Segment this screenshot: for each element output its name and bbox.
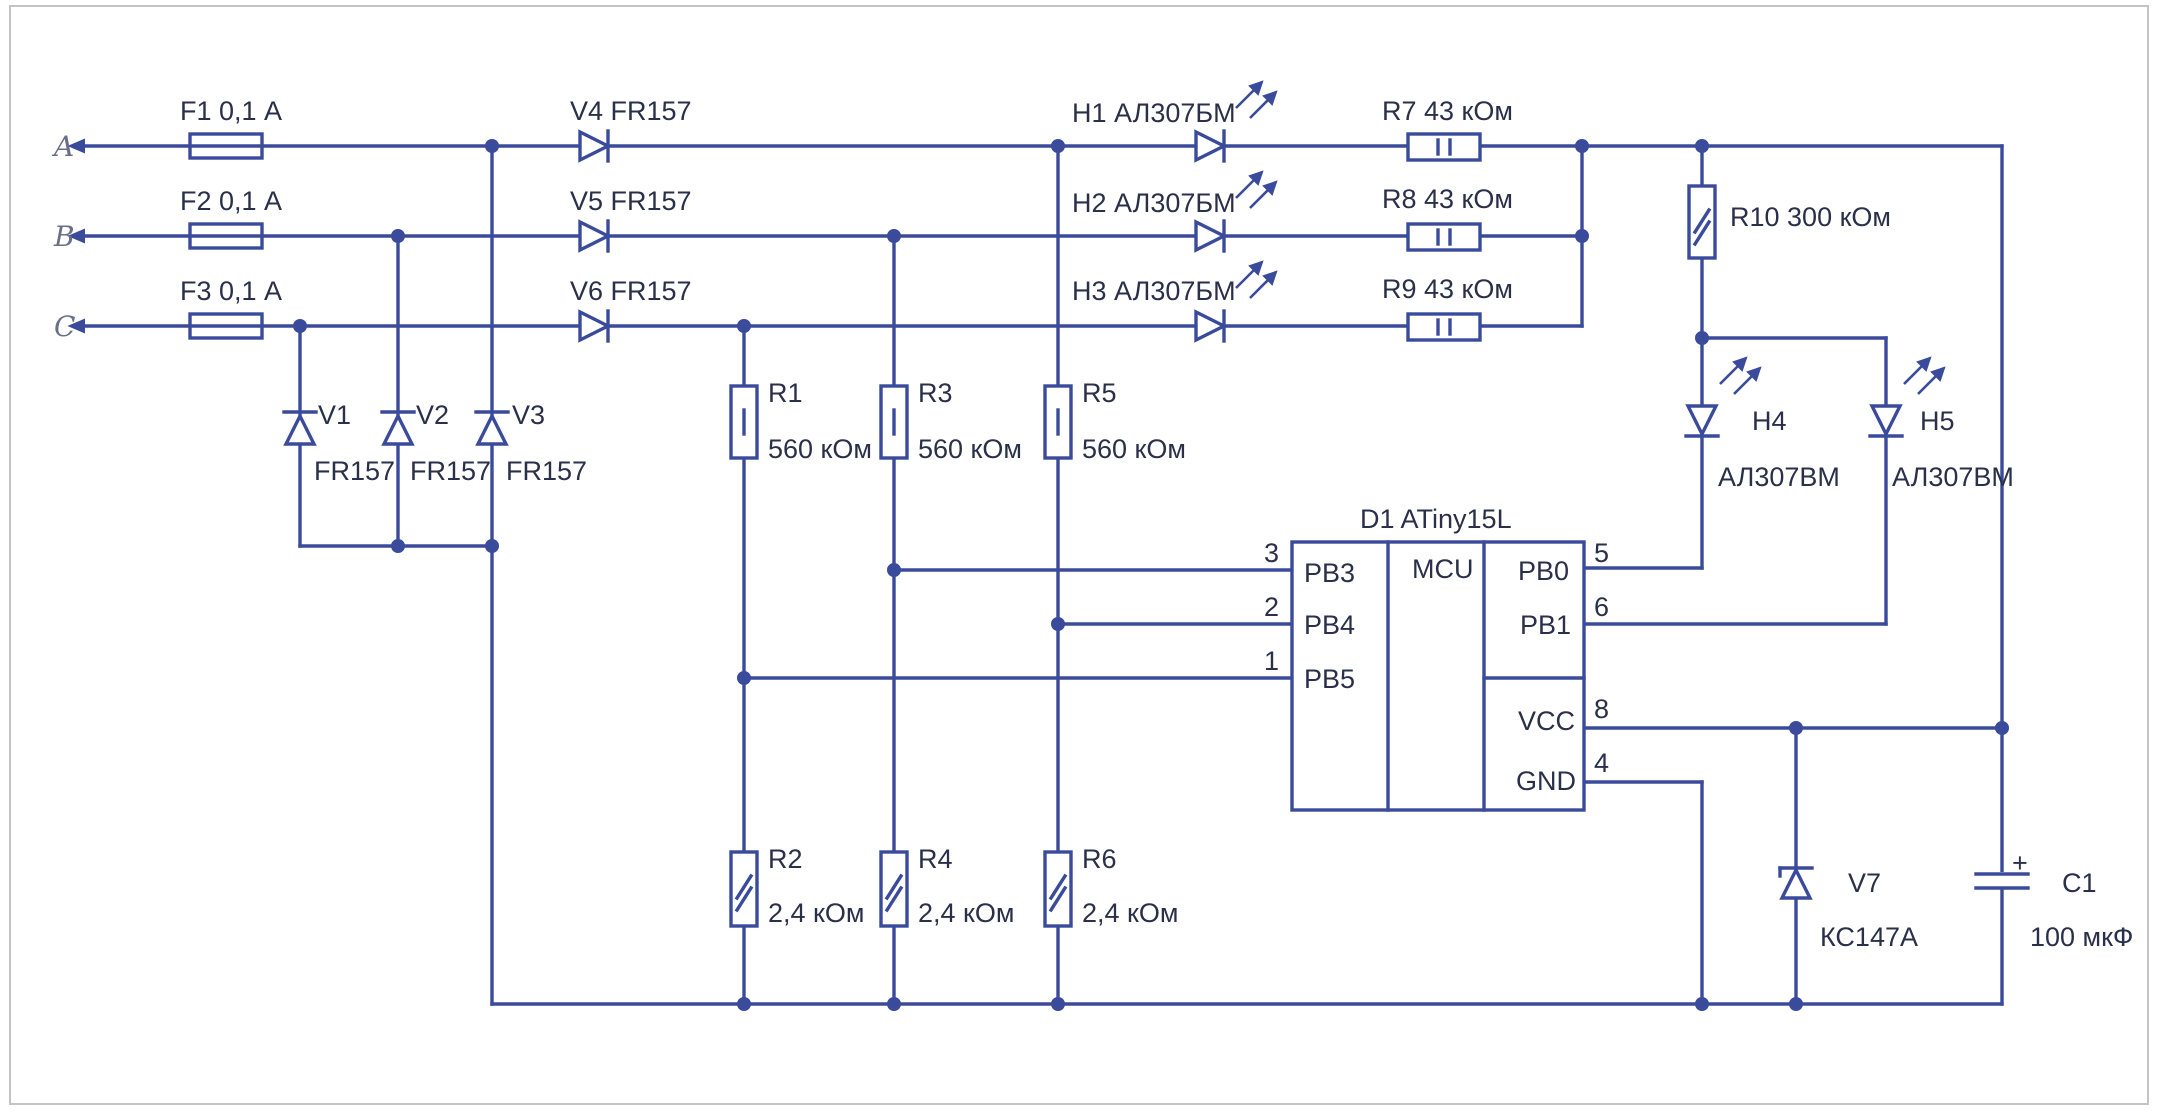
resistor-r6-value: 2,4 кОм	[1082, 898, 1178, 928]
pin-number-5: 5	[1594, 538, 1609, 568]
diode-v3-label: V3	[512, 400, 545, 430]
diode-v2-label: V2	[416, 400, 449, 430]
mcu-d1	[1290, 540, 1586, 812]
resistor-r8	[1406, 222, 1482, 252]
resistor-r1	[729, 384, 759, 460]
pin-number-8: 8	[1594, 694, 1609, 724]
resistor-r9	[1406, 312, 1482, 342]
fuse-f1-label: F1 0,1 А	[180, 96, 282, 126]
mcu-pin-gnd: GND	[1516, 766, 1576, 796]
diode-v2	[380, 410, 416, 446]
fuse-f3	[188, 312, 264, 340]
mcu-label: MCU	[1412, 554, 1474, 584]
diode-v2-type: FR157	[410, 456, 491, 486]
mcu-pin-pb0: PB0	[1518, 556, 1569, 586]
diode-v4-label: V4 FR157	[570, 96, 692, 126]
diode-v6	[578, 309, 612, 343]
terminal-b-label: B	[53, 220, 75, 253]
led-h1	[1194, 80, 1278, 163]
terminal-c-label: C	[54, 310, 75, 343]
led-h2	[1194, 170, 1278, 253]
diode-v5	[578, 219, 612, 253]
capacitor-c1-plus: +	[2012, 848, 2028, 878]
capacitor-c1	[1974, 872, 2030, 890]
terminal-a-arrow	[67, 138, 85, 154]
pin-number-1: 1	[1264, 646, 1279, 676]
resistor-r9-label: R9 43 кОм	[1382, 274, 1513, 304]
led-h3-label: H3 АЛ307БМ	[1072, 276, 1236, 306]
diode-v1-label: V1	[318, 400, 351, 430]
resistor-r2-value: 2,4 кОм	[768, 898, 864, 928]
capacitor-c1-label: C1	[2062, 868, 2097, 898]
zener-v7-label: V7	[1848, 868, 1881, 898]
resistor-r4-label: R4	[918, 844, 953, 874]
resistor-r6-label: R6	[1082, 844, 1117, 874]
led-h2-label: H2 АЛ307БМ	[1072, 188, 1236, 218]
led-h5-type: АЛ307ВМ	[1892, 462, 2014, 492]
led-h1-label: H1 АЛ307БМ	[1072, 98, 1236, 128]
resistor-r1-label: R1	[768, 378, 803, 408]
diode-v6-label: V6 FR157	[570, 276, 692, 306]
terminal-b-arrow	[67, 228, 85, 244]
resistor-r2-label: R2	[768, 844, 803, 874]
resistor-r4	[879, 850, 909, 928]
led-h5	[1868, 356, 1946, 438]
resistor-r3-value: 560 кОм	[918, 434, 1022, 464]
resistor-r4-value: 2,4 кОм	[918, 898, 1014, 928]
mcu-d1-label: D1 ATiny15L	[1360, 504, 1512, 534]
resistor-r7	[1406, 132, 1482, 162]
mcu-pin-vcc: VCC	[1518, 706, 1575, 736]
diode-v3-type: FR157	[506, 456, 587, 486]
resistor-r5-label: R5	[1082, 378, 1117, 408]
diode-v3	[474, 410, 510, 446]
resistor-r10-label: R10 300 кОм	[1730, 202, 1891, 232]
diode-v1	[282, 410, 318, 446]
pin-number-4: 4	[1594, 748, 1609, 778]
fuse-f3-label: F3 0,1 А	[180, 276, 282, 306]
diode-v4	[578, 129, 612, 163]
diode-v1-type: FR157	[314, 456, 395, 486]
led-h5-label: H5	[1920, 406, 1955, 436]
diode-v5-label: V5 FR157	[570, 186, 692, 216]
zener-v7-type: КС147А	[1820, 922, 1918, 952]
mcu-pin-pb3: PB3	[1304, 558, 1355, 588]
resistor-r5	[1043, 384, 1073, 460]
junction-dots	[293, 139, 2009, 1011]
resistor-r5-value: 560 кОм	[1082, 434, 1186, 464]
pin-number-3: 3	[1264, 538, 1279, 568]
resistor-r1-value: 560 кОм	[768, 434, 872, 464]
resistor-r3-label: R3	[918, 378, 953, 408]
pin-number-6: 6	[1594, 592, 1609, 622]
fuse-f2-label: F2 0,1 А	[180, 186, 282, 216]
resistor-r7-label: R7 43 кОм	[1382, 96, 1513, 126]
fuse-f2	[188, 222, 264, 250]
terminal-a-label: A	[51, 130, 74, 163]
resistor-r10	[1687, 184, 1717, 260]
led-h4-type: АЛ307ВМ	[1718, 462, 1840, 492]
diagram-frame	[9, 5, 2149, 1105]
mcu-pin-pb1: PB1	[1520, 610, 1571, 640]
mcu-pin-pb4: PB4	[1304, 610, 1355, 640]
fuse-f1	[188, 132, 264, 160]
pin-number-2: 2	[1264, 592, 1279, 622]
led-h4	[1684, 356, 1762, 438]
terminal-c-arrow	[67, 318, 85, 334]
resistor-r6	[1043, 850, 1073, 928]
led-h3	[1194, 260, 1278, 343]
zener-v7	[1778, 866, 1814, 900]
resistor-r8-label: R8 43 кОм	[1382, 184, 1513, 214]
mcu-pin-pb5: PB5	[1304, 664, 1355, 694]
led-h4-label: H4	[1752, 406, 1787, 436]
resistor-r3	[879, 384, 909, 460]
terminal-arrows	[67, 138, 85, 334]
resistor-r2	[729, 850, 759, 928]
capacitor-c1-value: 100 мкФ	[2030, 922, 2133, 952]
